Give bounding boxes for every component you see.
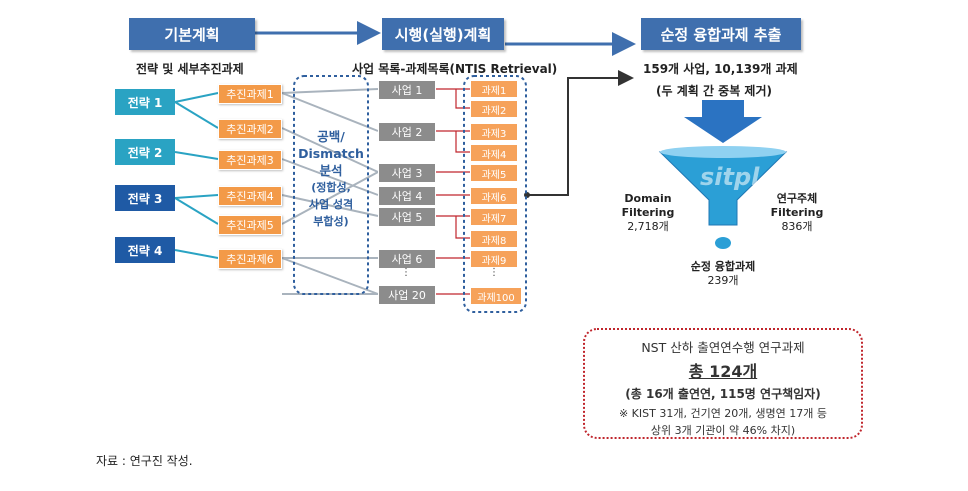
domain-filtering-count: 2,718개 (627, 220, 669, 233)
pure-convergence-title: 순정 융합과제 (690, 260, 756, 273)
result-note-1: ※ KIST 31개, 건기연 20개, 생명연 17개 등 (618, 407, 828, 420)
domain-filtering-title: Domain Filtering (621, 192, 675, 219)
item-8: 과제8 (470, 230, 518, 248)
strategy-3: 전략 3 (115, 185, 175, 211)
item-1: 과제1 (470, 80, 518, 98)
item-6: 과제6 (470, 187, 518, 205)
subtitle-extract-note: (두 계획 간 중복 제거) (656, 84, 773, 98)
header-basic-plan: 기본계획 (129, 18, 255, 50)
subtitle-impl: 사업 목록-과제목록(NTIS Retrieval) (352, 62, 558, 76)
task-3: 추진과제3 (218, 150, 282, 170)
strategy-1: 전략 1 (115, 89, 175, 115)
header-extraction: 순정 융합과제 추출 (641, 18, 801, 50)
pure-convergence-label: 순정 융합과제 239개 (670, 260, 776, 288)
subtitle-extract-count: 159개 사업, 10,139개 과제 (643, 62, 798, 76)
item-9: 과제9 (470, 250, 518, 268)
researcher-filtering-count: 836개 (781, 220, 813, 233)
strategy-4: 전략 4 (115, 237, 175, 263)
gap-analysis-label: 공백/ Dismatch 분석 (정합성, 사업 성격 부합성) (296, 128, 366, 230)
strategy-2: 전략 2 (115, 139, 175, 165)
gap-line-1: 공백/ (317, 129, 345, 144)
item-5: 과제5 (470, 164, 518, 182)
pure-convergence-count: 239개 (707, 274, 739, 287)
project-5: 사업 5 (378, 207, 436, 227)
project-20: 사업 20 (378, 285, 436, 305)
gap-line-2: Dismatch (298, 146, 364, 161)
result-title: NST 산하 출연연수행 연구과제 (641, 340, 805, 355)
result-box: NST 산하 출연연수행 연구과제 총 124개 (총 16개 출연연, 115… (583, 328, 863, 439)
result-breakdown: (총 16개 출연연, 115명 연구책임자) (625, 387, 821, 401)
project-ellipsis: ⋮ (401, 267, 411, 278)
researcher-filtering-title: 연구주체 (776, 192, 818, 205)
result-total: 총 124개 (688, 362, 758, 381)
subtitle-basic: 전략 및 세부추진과제 (136, 62, 244, 76)
task-1: 추진과제1 (218, 84, 282, 104)
task-4: 추진과제4 (218, 186, 282, 206)
gap-line-6: 부합성) (313, 215, 349, 228)
project-4: 사업 4 (378, 186, 436, 206)
task-6: 추진과제6 (218, 249, 282, 269)
gap-line-5: 사업 성격 (308, 198, 354, 211)
item-4: 과제4 (470, 144, 518, 162)
domain-filtering-label: Domain Filtering 2,718개 (600, 192, 696, 234)
item-2: 과제2 (470, 100, 518, 118)
researcher-filtering-label: 연구주체 Filtering 836개 (760, 192, 834, 234)
project-6: 사업 6 (378, 249, 436, 269)
watermark-logo: sitpl (700, 163, 760, 191)
item-ellipsis: ⋮ (489, 267, 499, 278)
gap-line-3: 분석 (319, 163, 343, 178)
project-3: 사업 3 (378, 163, 436, 183)
source-footnote: 자료 : 연구진 작성. (96, 454, 193, 468)
item-3: 과제3 (470, 123, 518, 141)
item-7: 과제7 (470, 208, 518, 226)
project-2: 사업 2 (378, 122, 436, 142)
project-1: 사업 1 (378, 80, 436, 100)
item-100: 과제100 (470, 287, 522, 305)
task-2: 추진과제2 (218, 119, 282, 139)
gap-line-4: (정합성, (311, 181, 351, 194)
header-implementation-plan: 시행(실행)계획 (382, 18, 504, 50)
researcher-filtering-subtitle: Filtering (770, 206, 824, 219)
task-5: 추진과제5 (218, 215, 282, 235)
result-note-2: 상위 3개 기관이 약 46% 차지) (650, 424, 796, 437)
